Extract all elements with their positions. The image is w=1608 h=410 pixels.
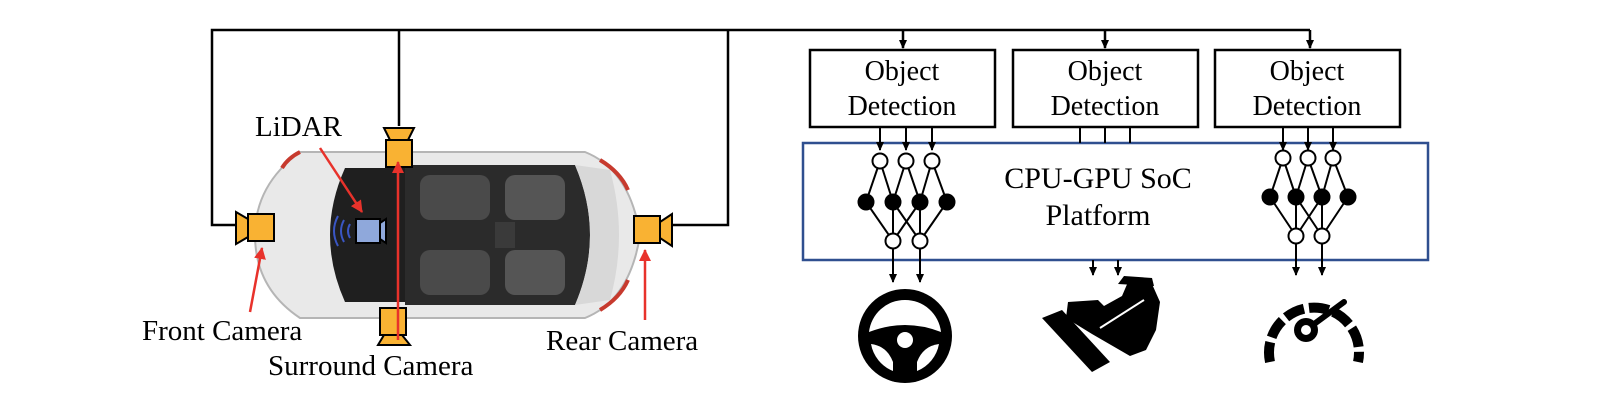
sensor-wiring	[210, 28, 1314, 227]
rear-camera-sensor	[633, 212, 673, 248]
front-camera-sensor	[235, 210, 275, 246]
detection-box-2-line1: Object	[1068, 56, 1143, 87]
surround-camera-top-sensor	[382, 127, 416, 168]
object-detection-box-2: Object Detection	[1011, 48, 1200, 129]
detection-box-1-line1: Object	[865, 56, 940, 87]
surround-camera-label: Surround Camera	[268, 350, 473, 382]
platform-output-arrows	[889, 244, 1326, 283]
detection-to-platform-links	[876, 127, 1337, 151]
rear-camera-label: Rear Camera	[546, 325, 698, 357]
object-detection-box-1: Object Detection	[808, 48, 997, 129]
car-top-view	[253, 150, 642, 319]
lidar-signal-icon	[333, 215, 351, 247]
object-detection-box-3: Object Detection	[1213, 48, 1402, 129]
platform-title-line1: CPU-GPU SoC	[1004, 162, 1192, 195]
soc-platform-box: CPU-GPU SoC Platform	[801, 141, 1430, 262]
detection-box-3-line1: Object	[1270, 56, 1345, 87]
pointer-arrows	[248, 147, 651, 340]
lidar-sensor	[333, 215, 387, 247]
brake-pedal-icon	[1042, 276, 1160, 372]
platform-title-line2: Platform	[1046, 199, 1151, 232]
detection-box-2-line2: Detection	[1051, 91, 1160, 122]
steering-wheel-icon	[858, 289, 952, 383]
neural-network-1-icon	[857, 152, 956, 250]
detection-box-3-line2: Detection	[1253, 91, 1362, 122]
neural-network-3-icon	[1261, 149, 1357, 245]
detection-box-1-line2: Detection	[848, 91, 957, 122]
speedometer-icon	[1264, 299, 1364, 364]
front-camera-label: Front Camera	[142, 315, 302, 347]
lidar-label: LiDAR	[255, 111, 343, 143]
surround-camera-bottom-sensor	[376, 307, 413, 346]
